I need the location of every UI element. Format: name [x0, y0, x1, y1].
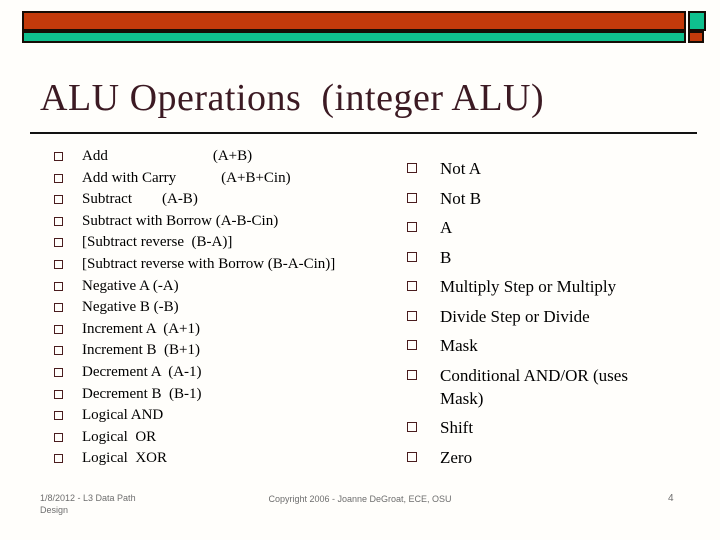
operation-label: Not B	[440, 188, 482, 208]
operation-label: Shift	[440, 418, 474, 437]
square-bullet-icon	[54, 173, 63, 183]
square-bullet-icon	[54, 195, 63, 205]
operation-label: Not A	[440, 159, 482, 178]
list-item: Subtract with Borrow (A-B-Cin)	[53, 211, 398, 233]
square-bullet-icon	[54, 281, 63, 291]
square-bullet-icon	[54, 346, 63, 356]
list-item: Multiply Step or Multiply	[405, 275, 645, 298]
square-bullet-icon	[54, 324, 63, 334]
operation-label: B	[440, 247, 452, 267]
list-item: [Subtract reverse with Borrow (B-A-Cin)]	[53, 254, 398, 276]
page-number: 4	[668, 493, 674, 504]
square-bullet-icon	[54, 152, 63, 161]
operation-label: Decrement A (A-1)	[82, 363, 202, 380]
square-bullet-icon	[407, 192, 417, 203]
operation-label: Increment A (A+1)	[82, 320, 201, 337]
list-item: Subtract (A-B)	[53, 189, 398, 211]
list-item: Divide Step or Divide	[405, 305, 645, 328]
list-item: Increment B (B+1)	[53, 340, 398, 362]
square-bullet-icon	[54, 216, 63, 226]
list-item: Decrement B (B-1)	[53, 384, 398, 406]
operation-label: Decrement B (B-1)	[82, 385, 202, 402]
operation-label: Conditional AND/OR (uses Mask)	[440, 365, 633, 408]
header-bar-teal	[22, 31, 686, 43]
list-item: [Subtract reverse (B-A)]	[53, 232, 398, 254]
list-item: Shift	[405, 416, 645, 439]
square-bullet-icon	[54, 389, 63, 399]
list-item: Zero	[405, 446, 645, 469]
list-item: Mask	[405, 334, 645, 357]
alu-operations-left-list: Add (A+B) Add with Carry (A+B+Cin) Subtr…	[53, 146, 398, 470]
operation-label: Logical OR	[82, 428, 157, 445]
operation-label: Logical XOR	[82, 450, 167, 467]
list-item: Add with Carry (A+B+Cin)	[53, 168, 398, 190]
list-item: Add (A+B)	[53, 146, 398, 168]
list-item: Logical XOR	[53, 448, 398, 470]
operation-label: A	[440, 218, 453, 237]
list-item: Decrement A (A-1)	[53, 362, 398, 384]
list-item: Negative B (-B)	[53, 297, 398, 319]
operation-label: Multiply Step or Multiply	[440, 277, 617, 296]
square-bullet-icon	[54, 432, 63, 442]
operation-label: Negative A (-A)	[82, 277, 179, 294]
list-item: Not B	[405, 187, 645, 210]
operation-label: Subtract (A-B)	[82, 191, 198, 208]
square-bullet-icon	[407, 222, 417, 232]
list-item: A	[405, 216, 645, 239]
operation-label: Increment B (B+1)	[82, 342, 201, 359]
list-item: Not A	[405, 157, 645, 180]
operation-label: Negative B (-B)	[82, 299, 179, 316]
square-bullet-icon	[54, 411, 63, 421]
header-accent-square-red	[688, 31, 704, 43]
list-item: Logical AND	[53, 405, 398, 427]
square-bullet-icon	[407, 251, 417, 262]
operation-label: Mask	[440, 336, 478, 355]
footer-date-lesson: 1/8/2012 - L3 Data Path Design	[40, 493, 136, 515]
list-item: Negative A (-A)	[53, 276, 398, 298]
operation-label: Subtract with Borrow (A-B-Cin)	[82, 212, 279, 229]
operation-label: Add with Carry (A+B+Cin)	[82, 169, 291, 186]
square-bullet-icon	[407, 369, 417, 380]
header-bar-red	[22, 11, 686, 31]
list-item: B	[405, 246, 645, 269]
list-item: Increment A (A+1)	[53, 319, 398, 341]
operation-label: [Subtract reverse with Borrow (B-A-Cin)]	[82, 255, 336, 272]
operation-label: Zero	[440, 447, 473, 467]
square-bullet-icon	[407, 310, 417, 321]
square-bullet-icon	[407, 422, 417, 432]
operation-label: [Subtract reverse (B-A)]	[82, 234, 233, 251]
list-item: Logical OR	[53, 427, 398, 449]
slide-title: ALU Operations (integer ALU)	[40, 77, 545, 119]
square-bullet-icon	[54, 454, 63, 464]
square-bullet-icon	[407, 281, 417, 291]
alu-operations-right-list: Not A Not B A B Multiply Step or Multipl…	[405, 157, 645, 475]
operation-label: Divide Step or Divide	[440, 306, 590, 326]
operation-label: Logical AND	[82, 407, 164, 424]
square-bullet-icon	[407, 451, 417, 462]
square-bullet-icon	[54, 303, 63, 313]
square-bullet-icon	[407, 340, 417, 350]
square-bullet-icon	[407, 163, 417, 173]
square-bullet-icon	[54, 259, 63, 269]
title-underline	[30, 132, 697, 134]
operation-label: Add (A+B)	[82, 148, 253, 164]
header-accent-square-teal	[688, 11, 706, 31]
square-bullet-icon	[54, 238, 63, 248]
square-bullet-icon	[54, 367, 63, 377]
footer-copyright: Copyright 2006 - Joanne DeGroat, ECE, OS…	[268, 494, 452, 504]
list-item: Conditional AND/OR (uses Mask)	[405, 364, 645, 410]
